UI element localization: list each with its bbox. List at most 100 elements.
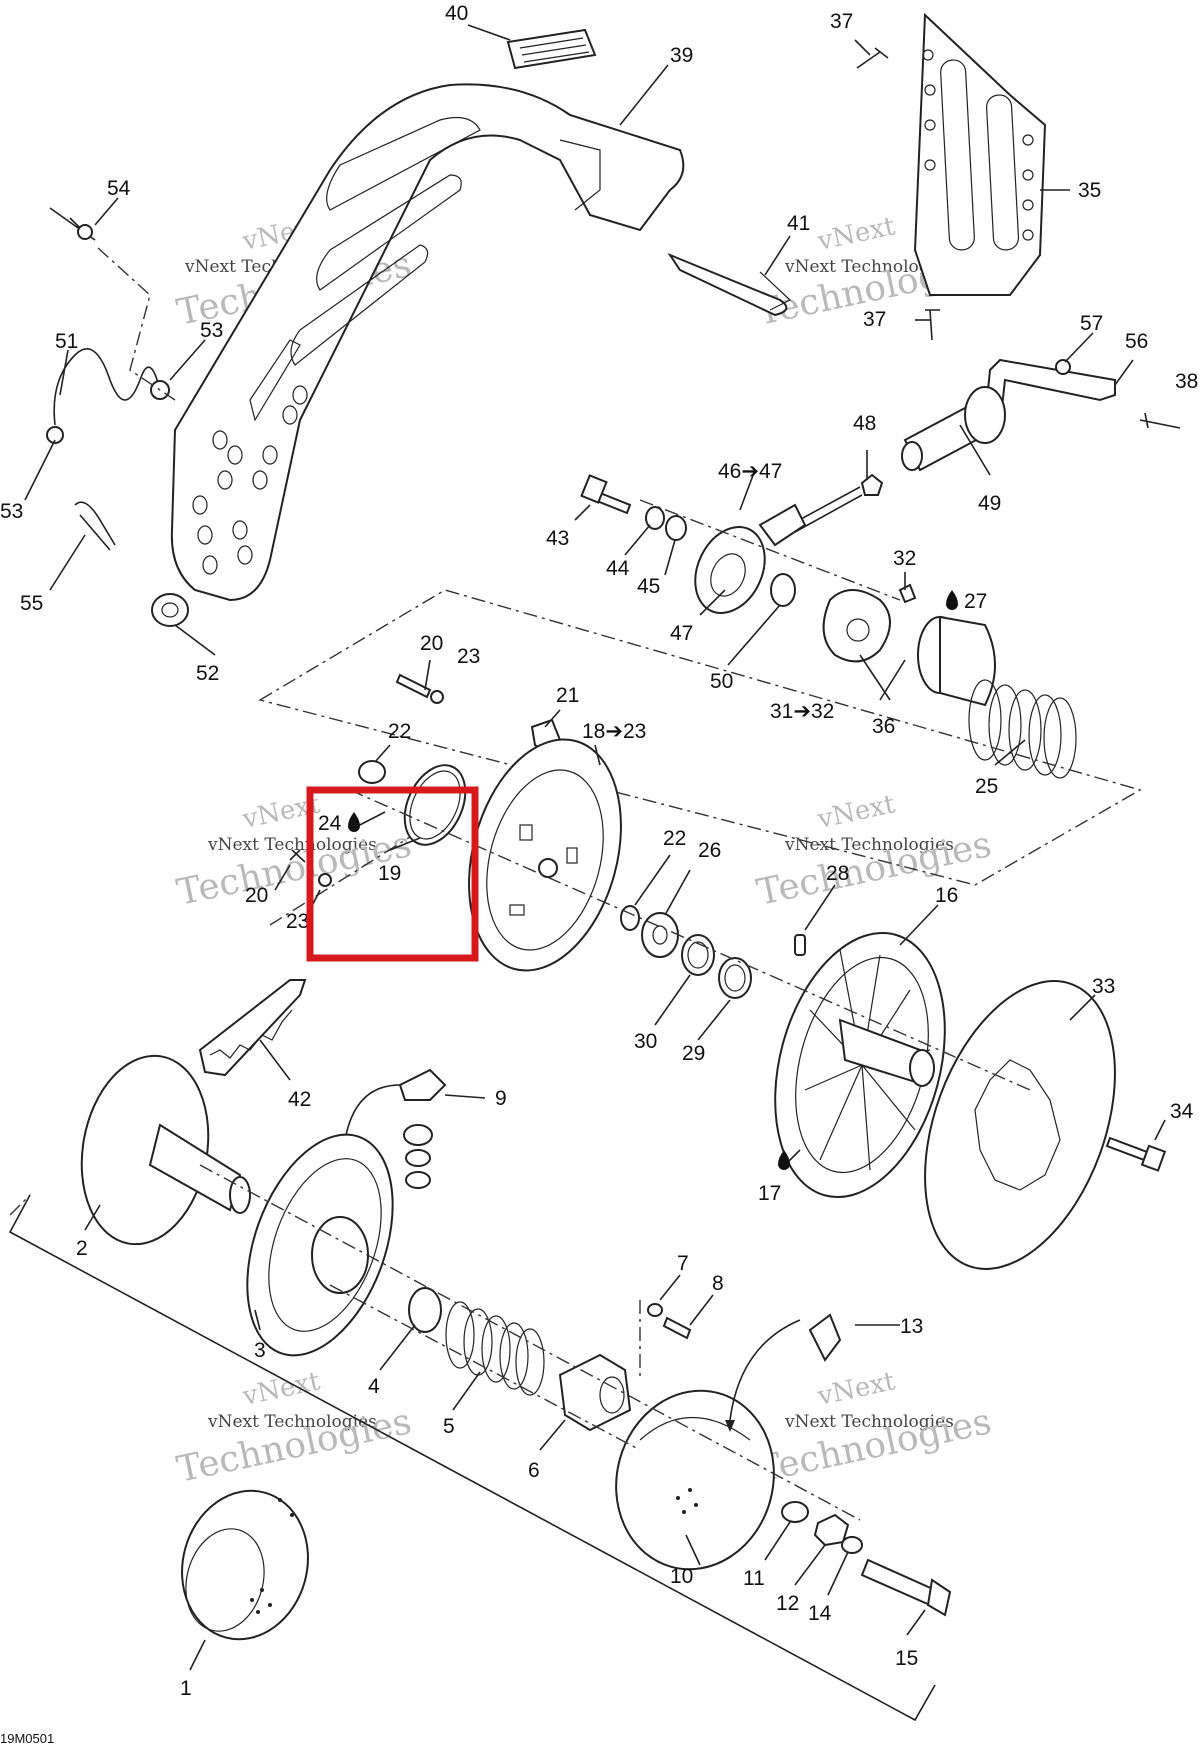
sheave-face <box>486 769 604 951</box>
label-36: 36 <box>872 715 895 738</box>
label-33: 33 <box>1092 975 1115 998</box>
label-2: 2 <box>76 1237 88 1260</box>
bushing <box>403 1124 433 1146</box>
watermark-vnext: vNext <box>814 1366 898 1412</box>
spider-bore <box>846 618 870 642</box>
label-48: 48 <box>853 412 876 435</box>
label-54: 54 <box>107 177 131 200</box>
part-labels: 40 39 37 35 54 41 37 53 57 56 38 51 48 5… <box>0 2 1198 1700</box>
bolt-head <box>926 1578 952 1617</box>
label-22: 22 <box>663 827 686 850</box>
rivet-38 <box>1139 412 1181 429</box>
guard-holes <box>192 385 308 575</box>
bolt-head <box>1140 1144 1167 1172</box>
label-13: 13 <box>900 1315 923 1338</box>
cam-6 <box>558 1353 632 1432</box>
label-23: 23 <box>457 645 480 668</box>
label-27: 27 <box>964 590 987 613</box>
washer-45 <box>665 515 687 541</box>
label-29: 29 <box>682 1042 705 1065</box>
watermark-vnext: vNext <box>239 1366 323 1412</box>
label-21: 21 <box>556 684 579 707</box>
bolt-15 <box>860 1558 937 1607</box>
sheave-ribs <box>268 1158 382 1332</box>
washer-7 <box>647 1303 663 1317</box>
label-37: 37 <box>830 10 853 33</box>
spring-5 <box>445 1301 545 1396</box>
label-7: 7 <box>677 1252 689 1275</box>
label-20: 20 <box>245 884 268 907</box>
label-23: 23 <box>286 910 309 933</box>
label-57: 57 <box>1080 312 1103 335</box>
sheave-slot <box>519 824 533 841</box>
guard-flange <box>559 139 601 211</box>
driven-pulley-assembly <box>258 589 1167 1270</box>
spring-seat-4 <box>408 1287 442 1333</box>
eyelet-53 <box>46 426 64 444</box>
label-35: 35 <box>1078 179 1101 202</box>
seal-19 <box>403 764 467 846</box>
label-34: 34 <box>1170 1100 1194 1123</box>
lubricant-icon <box>348 812 360 832</box>
label-45: 45 <box>637 575 660 598</box>
belt-teeth <box>209 1009 293 1059</box>
bolt-head <box>580 474 608 504</box>
washer-11 <box>781 1501 809 1523</box>
cam-47 <box>694 526 766 614</box>
washer-hole <box>687 941 709 969</box>
watermark-line: vNext Technologies <box>207 835 377 855</box>
watermark-vnext: vNext <box>814 789 898 835</box>
spring-25 <box>968 679 1077 779</box>
washer-hole <box>724 964 746 992</box>
label-8: 8 <box>712 1272 724 1295</box>
rivet-head <box>77 224 93 240</box>
bushing <box>405 1149 431 1167</box>
center-line <box>199 1164 861 1521</box>
shaft-thread <box>229 1176 251 1214</box>
label-4: 4 <box>368 1375 380 1398</box>
pin-hook <box>759 271 792 311</box>
label-53: 53 <box>200 319 223 342</box>
plate-33 <box>924 980 1116 1270</box>
assembly-frame <box>258 589 1142 886</box>
assembly-line <box>97 247 176 401</box>
label-22: 22 <box>388 720 411 743</box>
leader-lines <box>24 24 1166 1671</box>
pin-41 <box>667 252 788 317</box>
reference-code: 19M0501 <box>0 1731 54 1746</box>
label-53: 53 <box>0 500 23 523</box>
washer-14 <box>841 1536 863 1554</box>
label-46-47: 46➔47 <box>718 460 782 483</box>
label-12: 12 <box>776 1592 799 1615</box>
grommet-hole <box>161 602 179 618</box>
guard-bracket-35 <box>913 12 1047 296</box>
label-40: 40 <box>445 2 468 25</box>
cam-bore <box>710 553 746 597</box>
watermark-line: vNext Technologies <box>784 1412 954 1432</box>
spider-31 <box>822 589 891 663</box>
label-52: 52 <box>196 662 219 685</box>
assembly-line <box>9 1194 31 1216</box>
washer-29 <box>718 957 752 999</box>
watermark-line: vNext Technologies <box>784 835 954 855</box>
drive-pulley-assembly <box>8 979 952 1722</box>
label-31-32: 31➔32 <box>770 700 834 723</box>
support-shaft-assembly <box>580 358 1181 779</box>
label-6: 6 <box>528 1459 540 1482</box>
label-47: 47 <box>670 622 693 645</box>
shaft-collar <box>964 386 1006 444</box>
cover-10 <box>615 1389 775 1571</box>
belt-guard-assembly <box>46 12 1047 627</box>
washer-hole <box>652 925 668 945</box>
lubricant-icon <box>778 1150 790 1170</box>
label-3: 3 <box>254 1339 266 1362</box>
label-50: 50 <box>710 670 733 693</box>
cam-bore <box>599 1376 625 1414</box>
label-32: 32 <box>893 547 916 570</box>
label-51: 51 <box>55 330 78 353</box>
rivet-37 <box>856 47 889 69</box>
label-42: 42 <box>288 1088 311 1111</box>
washer-26 <box>641 912 679 958</box>
belt-42 <box>198 979 307 1077</box>
pulley-splines <box>909 1049 935 1087</box>
